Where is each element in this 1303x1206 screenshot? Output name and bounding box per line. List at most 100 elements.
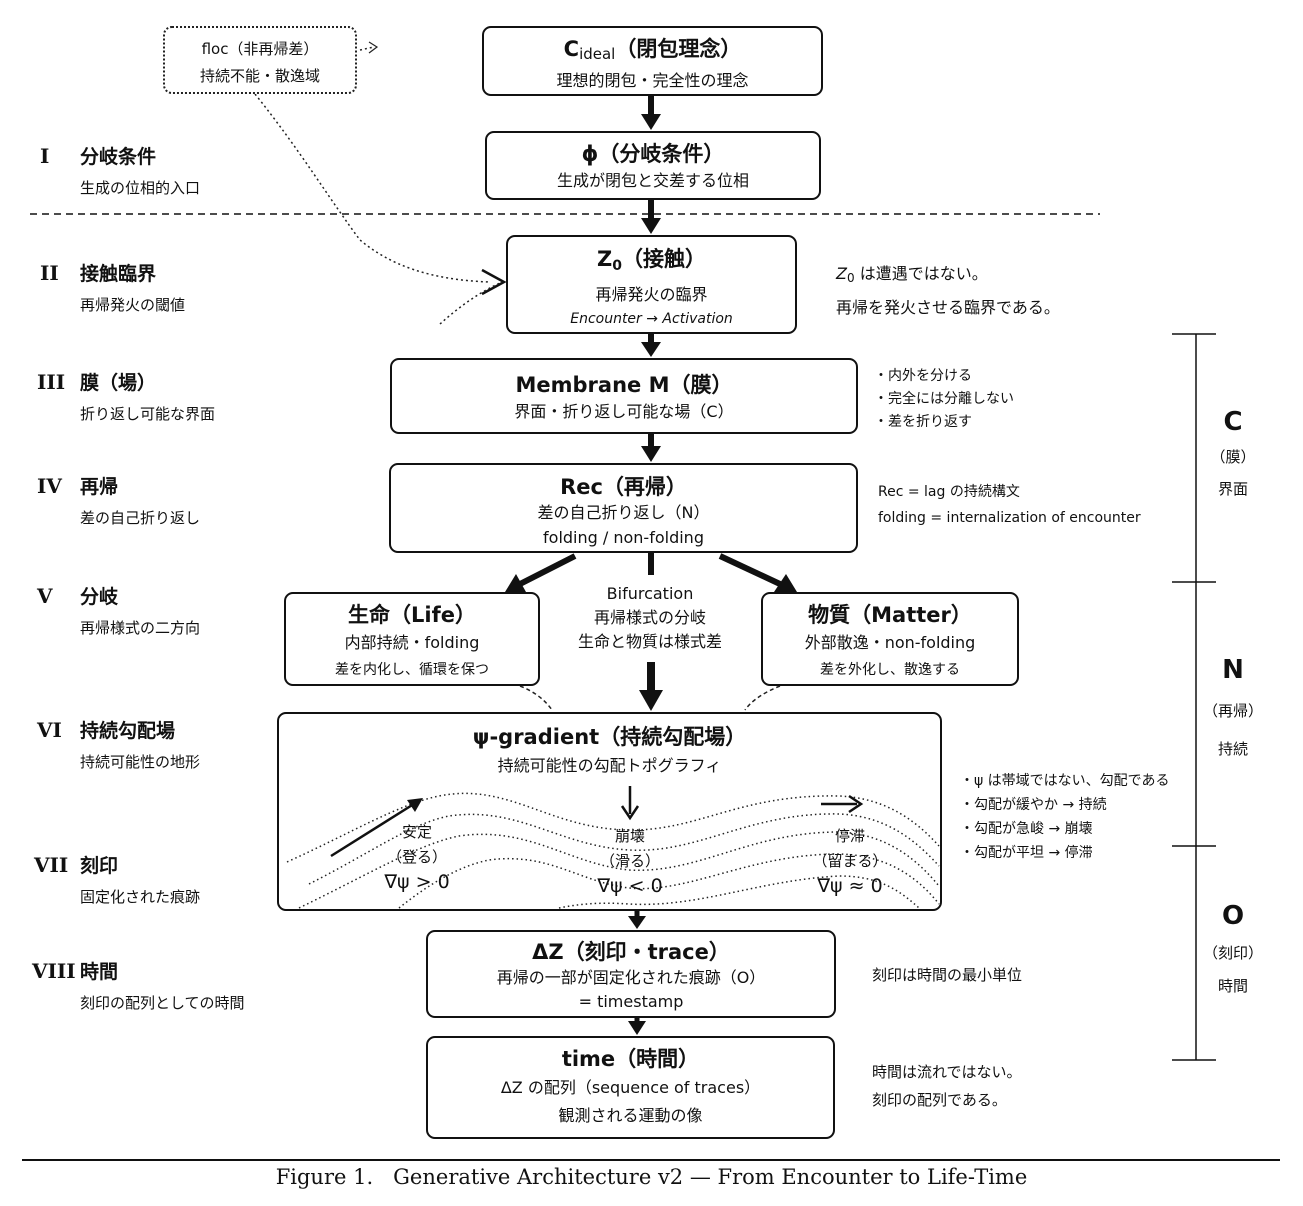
z0-entry-dotted-line — [439, 282, 501, 325]
psi-line1: 持続可能性の勾配トポグラフィ — [497, 756, 722, 775]
figure-caption: Figure 1. Generative Architecture v2 — F… — [275, 1165, 1028, 1189]
rec-notes: Rec = lag の持続構文 folding = internalizatio… — [878, 479, 1141, 531]
time-title: time（時間） — [561, 1047, 700, 1071]
cideal-title-rest: （閉包理念） — [615, 37, 742, 61]
climb-arrowhead — [407, 798, 423, 812]
stage-label-3: III 膜（場） 折り返し可能な界面 — [37, 368, 215, 424]
psi-terrain-curves — [286, 786, 940, 909]
life-line2: 差を内化し、循環を保つ — [335, 662, 489, 678]
bifurcation-line3: 生命と物質は様式差 — [577, 632, 722, 651]
stage-subtitle: 差の自己折り返し — [80, 509, 201, 527]
life-title: 生命（Life） — [348, 603, 476, 627]
z0-title-rest: （接触） — [621, 247, 706, 271]
stage-numeral: III — [37, 370, 66, 394]
rec-note: folding = internalization of encounter — [878, 510, 1141, 526]
psi-region-label: 停滞 — [834, 827, 865, 845]
terrain-curve — [558, 875, 920, 909]
dz-title: ΔZ（刻印・trace） — [532, 940, 730, 964]
flow-arrow-phi-z0 — [641, 200, 661, 234]
cideal-line1: 理想的閉包・完全性の理念 — [556, 71, 749, 90]
stage-title: 接触臨界 — [80, 263, 157, 285]
stage-label-4: IV 再帰 差の自己折り返し — [37, 472, 200, 528]
dz-line2: = timestamp — [578, 992, 684, 1011]
psi-region-collapse: 崩壊 （滑る） ∇ψ < 0 — [575, 824, 685, 899]
membrane-title: Membrane M（膜） — [515, 373, 733, 397]
psi-region-stable: 安定 （登る） ∇ψ > 0 — [362, 820, 472, 895]
stage-title: 膜（場） — [80, 372, 157, 394]
stage-title: 分岐 — [80, 586, 119, 608]
membrane-box: Membrane M（膜） 界面・折り返し可能な場（C） — [390, 358, 858, 434]
time-notes: 時間は流れではない。 刻印の配列である。 — [872, 1058, 1022, 1114]
flow-arrow-membrane-rec — [641, 434, 661, 462]
dz-box: ΔZ（刻印・trace） 再帰の一部が固定化された痕跡（O） = timesta… — [426, 930, 836, 1018]
stage-title: 分岐条件 — [80, 146, 157, 168]
z0-line1: 再帰発火の臨界 — [595, 285, 708, 304]
side-group-o: O （刻印） 時間 — [1193, 897, 1273, 1001]
phi-line1: 生成が閉包と交差する位相 — [556, 171, 749, 190]
membrane-note: ・内外を分ける — [874, 368, 972, 384]
time-line1: ΔZ の配列（sequence of traces） — [500, 1078, 761, 1097]
time-line2: 観測される運動の像 — [558, 1106, 703, 1125]
psi-region-formula: ∇ψ > 0 — [384, 871, 450, 893]
dz-line1: 再帰の一部が固定化された痕跡（O） — [496, 968, 766, 987]
side-group-paren: （刻印） — [1202, 944, 1263, 962]
floc-tail-arrowhead — [368, 41, 379, 54]
stage-numeral: V — [37, 584, 53, 608]
side-group-n: N （再帰） 持続 — [1193, 651, 1273, 765]
life-psi-link — [519, 685, 553, 711]
side-group-letter: C — [1223, 407, 1243, 437]
flow-arrow-rec-life — [505, 553, 577, 592]
side-group-word: 時間 — [1217, 977, 1248, 995]
psi-region-label: 崩壊 — [614, 827, 645, 845]
bifurcation-label: Bifurcation 再帰様式の分岐 生命と物質は様式差 — [555, 582, 745, 654]
psi-region-formula: ∇ψ ≈ 0 — [817, 875, 883, 897]
stage-numeral: I — [40, 144, 50, 168]
stage-numeral: II — [40, 261, 59, 285]
stage-title: 刻印 — [80, 855, 119, 877]
psi-note: ・勾配が平坦 → 停滞 — [960, 845, 1093, 861]
rec-title: Rec（再帰） — [560, 475, 687, 499]
psi-notes: ・ψ は帯域ではない、勾配である ・勾配が緩やか → 持続 ・勾配が急峻 → 崩… — [960, 769, 1170, 865]
cideal-box: Cideal（閉包理念） 理想的閉包・完全性の理念 — [482, 26, 823, 96]
stage-title: 持続勾配場 — [80, 720, 176, 742]
phi-title: ϕ（分岐条件） — [581, 142, 725, 166]
rec-note: Rec = lag の持続構文 — [878, 484, 1020, 500]
floc-note-line1: floc（非再帰差） — [201, 40, 319, 58]
life-line1: 内部持続・folding — [344, 633, 480, 652]
flow-arrow-bifurcation-psi — [639, 662, 663, 711]
stage-numeral: VII — [34, 853, 69, 877]
psi-region-paren: （滑る） — [599, 852, 660, 870]
time-box: time（時間） ΔZ の配列（sequence of traces） 観測され… — [426, 1036, 835, 1139]
psi-title: ψ-gradient（持続勾配場） — [472, 725, 747, 749]
stage-title: 再帰 — [80, 476, 119, 498]
matter-psi-link — [744, 685, 781, 711]
psi-region-paren: （登る） — [386, 848, 447, 866]
psi-region-paren: （留まる） — [812, 852, 888, 870]
floc-note-line2: 持続不能・散逸域 — [199, 67, 320, 85]
z0-line2: Encounter → Activation — [570, 311, 733, 327]
slide-arrowhead — [620, 805, 640, 821]
time-note: 刻印の配列である。 — [872, 1091, 1007, 1109]
z0-box: Z0（接触） 再帰発火の臨界 Encounter → Activation — [506, 235, 797, 334]
cideal-title-sub: ideal — [579, 45, 616, 63]
flow-arrow-dz-time — [628, 1018, 646, 1035]
z0-title: Z0（接触） — [508, 246, 795, 279]
stage-numeral: IV — [37, 474, 62, 498]
floc-dotted-tail — [359, 46, 375, 51]
dz-note: 刻印は時間の最小単位 — [872, 966, 1023, 984]
stay-arrowhead — [848, 794, 864, 814]
side-group-paren: （膜） — [1210, 448, 1256, 466]
stage-subtitle: 刻印の配列としての時間 — [80, 994, 245, 1012]
life-box: 生命（Life） 内部持続・folding 差を内化し、循環を保つ — [284, 592, 540, 686]
stage-subtitle: 折り返し可能な界面 — [80, 405, 216, 423]
rec-line2: folding / non-folding — [543, 528, 704, 547]
psi-note: ・勾配が緩やか → 持続 — [960, 797, 1107, 813]
matter-box: 物質（Matter） 外部散逸・non-folding 差を外化し、散逸する — [761, 592, 1019, 686]
z0-note-main: Z — [836, 264, 847, 283]
side-group-c: C （膜） 界面 — [1193, 403, 1273, 505]
